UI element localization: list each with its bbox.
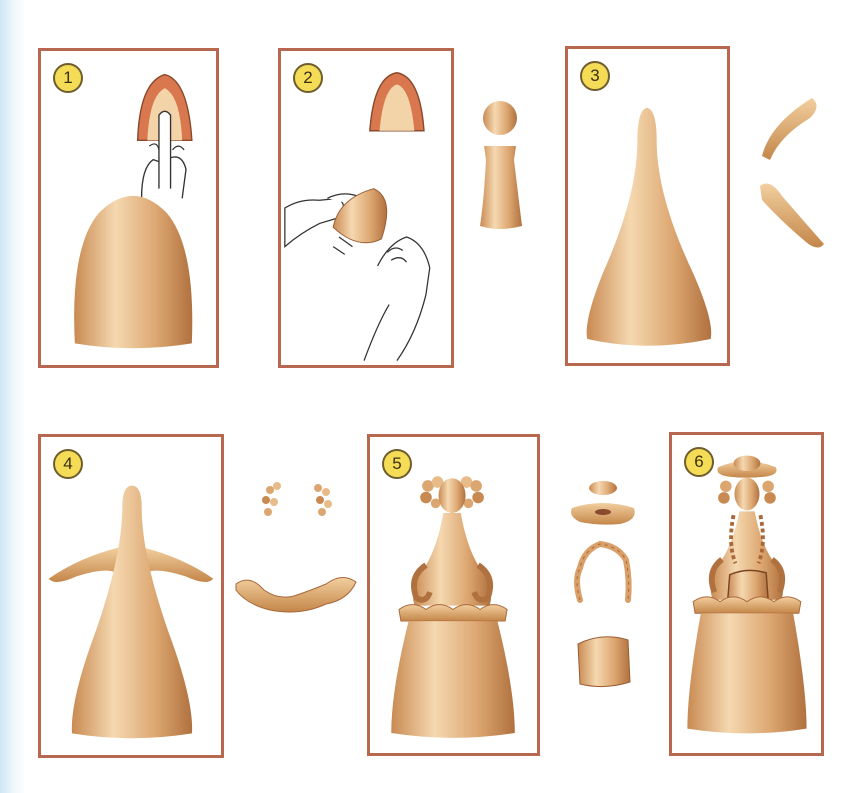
clay-frill (399, 605, 507, 621)
finger-press-icon (138, 75, 192, 199)
step-1-illustration (41, 51, 216, 365)
step-panel-5: 5 (367, 434, 540, 756)
clay-cone (74, 196, 192, 348)
clay-torso (413, 513, 491, 606)
clay-neck-piece (480, 146, 522, 229)
step-4-illustration (41, 437, 221, 755)
clay-hat-brim (571, 503, 635, 525)
step-panel-2: 2 (278, 48, 454, 368)
clay-skirt (687, 613, 806, 733)
clay-skirt (391, 621, 515, 738)
clay-basket-piece (578, 637, 630, 687)
left-edge-glow (0, 0, 26, 793)
clay-arm-piece-lower (760, 184, 824, 248)
step-6-illustration (672, 435, 821, 753)
step-panel-1: 1 (38, 48, 219, 368)
clay-figure-body (587, 108, 712, 346)
step-2-illustration (281, 51, 451, 365)
clay-frill-strip (236, 577, 356, 612)
step-5-illustration (370, 437, 537, 753)
step-panel-6: 6 (669, 432, 824, 756)
step-3-illustration (568, 49, 727, 363)
step-panel-3: 3 (565, 46, 730, 366)
clay-head (439, 478, 466, 513)
clay-curl-pieces (262, 482, 332, 516)
clay-arm-piece-upper (762, 98, 817, 160)
clay-hat-crown (589, 481, 617, 495)
clay-head (734, 478, 759, 511)
step-panel-4: 4 (38, 434, 224, 758)
clay-braid-piece (577, 544, 629, 600)
clay-figure-body (72, 486, 192, 739)
clay-ball-head (483, 101, 517, 135)
